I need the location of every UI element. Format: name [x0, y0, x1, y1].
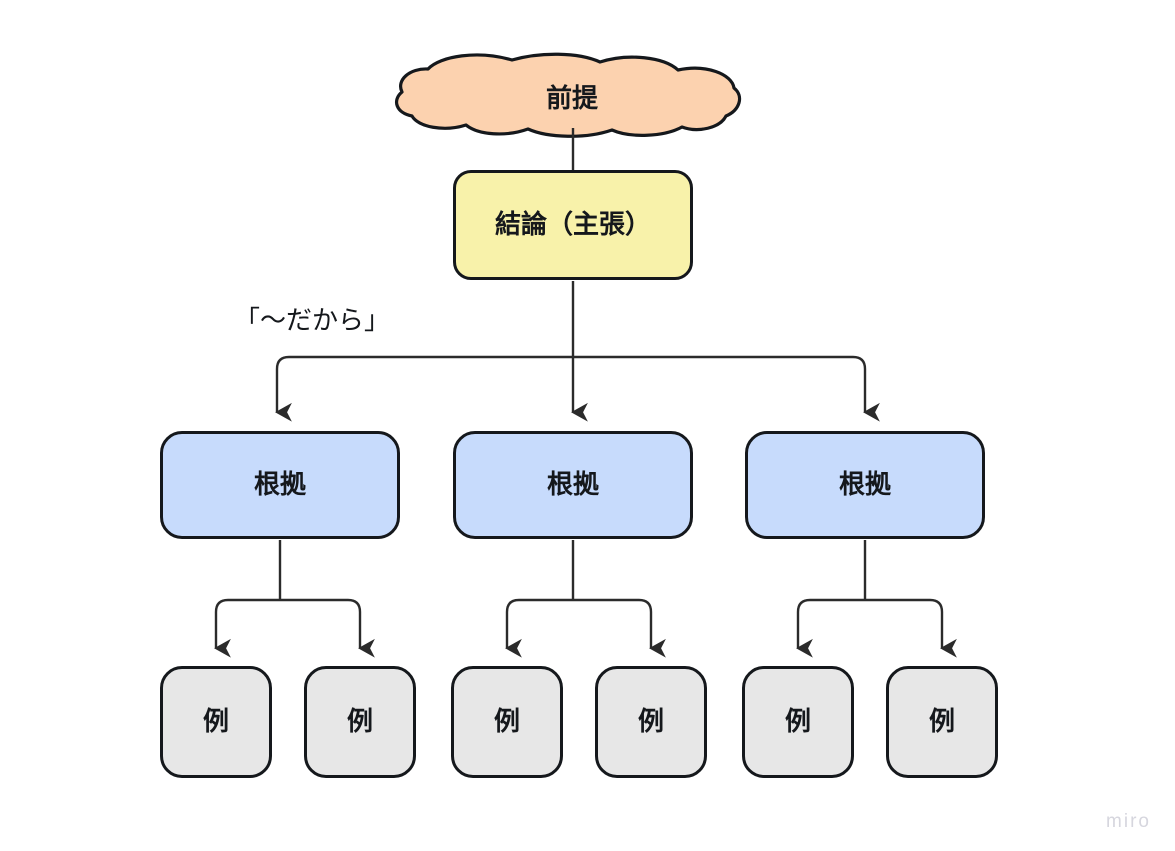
node-example-5[interactable]: 例 [742, 666, 854, 778]
node-example-2[interactable]: 例 [304, 666, 416, 778]
node-ground-3[interactable]: 根拠 [745, 431, 985, 539]
node-example-6-label: 例 [928, 706, 955, 737]
node-example-3[interactable]: 例 [451, 666, 563, 778]
connector-claim-to-ground-3 [573, 355, 880, 422]
node-example-4[interactable]: 例 [595, 666, 707, 778]
node-claim[interactable]: 結論（主張） [453, 170, 693, 280]
edge-label-dakara: 「〜だから」 [234, 306, 391, 335]
node-premise-label: 前提 [545, 83, 598, 114]
connector-ground-3-to-example-6 [865, 598, 957, 658]
node-claim-label: 結論（主張） [494, 209, 651, 240]
node-example-1-label: 例 [202, 706, 229, 737]
miro-watermark: miro [1106, 811, 1151, 832]
connector-ground-1-to-example-1 [214, 598, 280, 658]
node-example-4-label: 例 [637, 706, 664, 737]
node-example-3-label: 例 [493, 706, 520, 737]
connector-ground-2-to-example-3 [505, 598, 573, 658]
node-example-1[interactable]: 例 [160, 666, 272, 778]
node-ground-1-label: 根拠 [253, 469, 306, 500]
node-ground-2-label: 根拠 [546, 469, 599, 500]
node-example-2-label: 例 [346, 706, 373, 737]
node-premise[interactable]: 前提 [404, 57, 740, 141]
node-ground-3-label: 根拠 [838, 469, 891, 500]
premise-cloud-shape [394, 52, 742, 138]
node-ground-2[interactable]: 根拠 [453, 431, 693, 539]
connector-ground-2-to-example-4 [573, 598, 666, 658]
node-example-6[interactable]: 例 [886, 666, 998, 778]
connector-ground-3-to-example-5 [796, 598, 865, 658]
node-example-5-label: 例 [784, 706, 811, 737]
node-ground-1[interactable]: 根拠 [160, 431, 400, 539]
connector-ground-1-to-example-2 [280, 598, 375, 658]
connector-claim-to-ground-1 [275, 355, 573, 422]
